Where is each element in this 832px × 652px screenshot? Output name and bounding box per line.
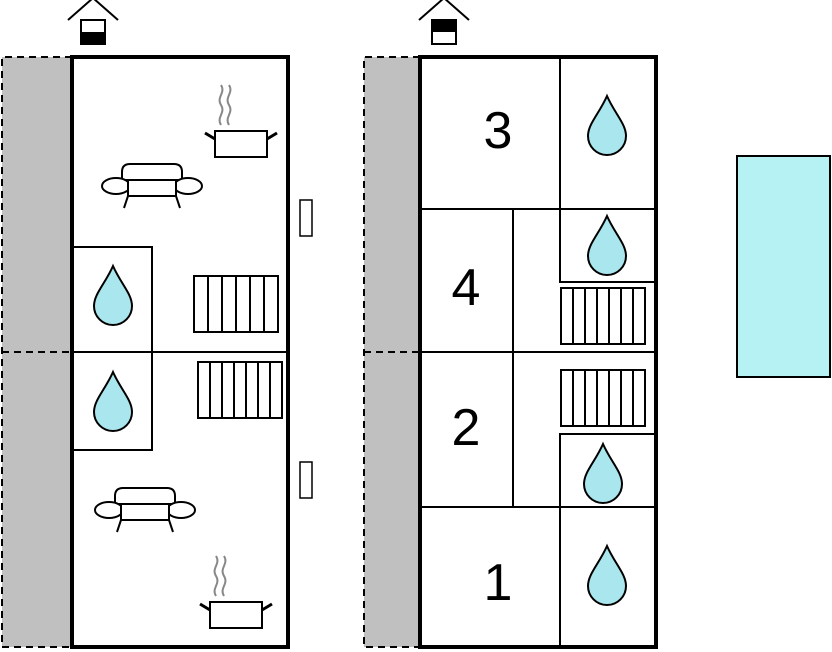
house-icon [418, 0, 470, 45]
staircase-icon [560, 287, 646, 345]
staircase-icon [197, 361, 283, 419]
room-number-1: 1 [484, 554, 513, 612]
water-drop-icon [587, 215, 627, 276]
room-number-4: 4 [452, 259, 481, 317]
water-drop-icon [93, 265, 133, 326]
sofa-icon [94, 487, 196, 533]
house-icon [67, 0, 119, 45]
cooking-pot-icon [198, 554, 274, 630]
staircase-icon [193, 275, 279, 333]
cooking-pot-icon [203, 83, 279, 159]
room-number-3: 3 [484, 102, 513, 160]
water-drop-icon [583, 443, 623, 504]
floor-plan-right: 3 4 2 1 [363, 0, 658, 649]
water-drop-icon [587, 545, 627, 606]
floor-plan-left [1, 0, 313, 649]
water-drop-icon [587, 95, 627, 156]
bathroom-block [71, 246, 153, 451]
window-icon [299, 199, 313, 237]
staircase-icon [560, 369, 646, 427]
terrace-left [2, 57, 72, 647]
sofa-icon [101, 163, 203, 209]
water-drop-icon [93, 371, 133, 432]
window-icon [299, 461, 313, 499]
room-number-2: 2 [452, 399, 481, 457]
swimming-pool [736, 155, 831, 378]
